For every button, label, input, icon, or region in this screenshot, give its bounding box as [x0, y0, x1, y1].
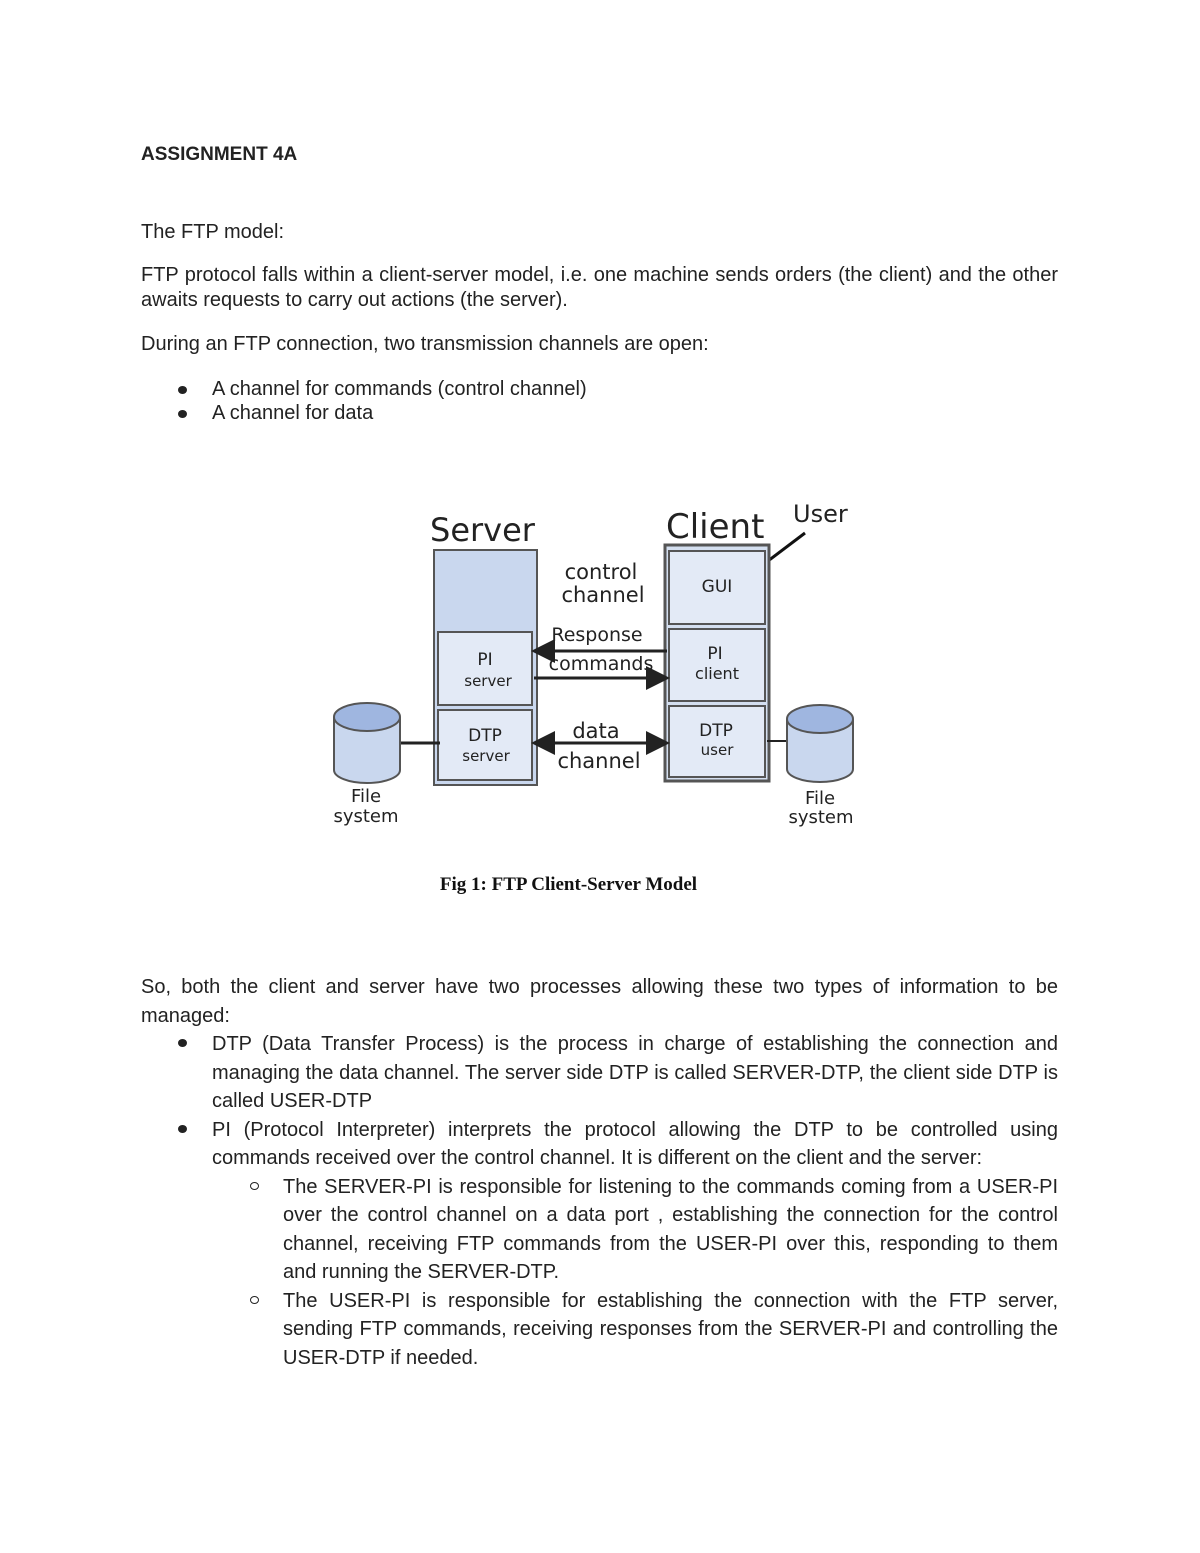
paragraph: So, both the client and server have two …: [141, 976, 1058, 1027]
list-item: PI (Protocol Interpreter) interprets the…: [141, 1116, 1058, 1173]
file-system-label: system: [333, 806, 398, 827]
data-channel-label: data: [572, 719, 619, 743]
dtp-server-box: [437, 709, 533, 781]
process-list: DTP (Data Transfer Process) is the proce…: [141, 1030, 1058, 1372]
pi-server-label: PI: [477, 650, 492, 670]
file-system-right-icon: [786, 704, 854, 783]
dtp-user-label: DTP: [699, 721, 733, 741]
section-heading: The FTP model:: [141, 221, 285, 243]
channel-list: A channel for commands (control channel)…: [141, 377, 1058, 425]
pi-server-box: [437, 631, 533, 706]
paragraph: During an FTP connection, two transmissi…: [141, 333, 709, 355]
response-label: Response: [551, 624, 642, 646]
gui-label: GUI: [702, 577, 733, 597]
file-system-left-icon: [333, 702, 401, 784]
sub-list-item: The SERVER-PI is responsible for listeni…: [141, 1173, 1058, 1287]
server-label: Server: [430, 511, 536, 549]
file-system-label: system: [788, 807, 853, 828]
sub-list-item: The USER-PI is responsible for establish…: [141, 1287, 1058, 1373]
figure-caption: Fig 1: FTP Client-Server Model: [439, 874, 698, 895]
pi-client-label: client: [695, 664, 739, 683]
file-system-label: File: [351, 786, 381, 807]
dtp-server-label: DTP: [468, 726, 502, 746]
data-channel-label: channel: [557, 749, 640, 773]
commands-label: commands: [549, 653, 654, 675]
pi-server-label: server: [464, 672, 512, 690]
control-channel-label: control: [565, 560, 638, 584]
ftp-diagram: Server Client User PI server DTP server …: [333, 500, 854, 828]
document-title: ASSIGNMENT 4A: [141, 144, 298, 165]
file-system-label: File: [805, 788, 835, 809]
list-item: A channel for commands (control channel): [141, 377, 1058, 401]
paragraph: FTP protocol falls within a client-serve…: [141, 264, 1058, 311]
user-label: User: [793, 500, 848, 528]
pi-client-box: [668, 628, 766, 702]
dtp-user-label: user: [701, 741, 735, 759]
dtp-user-box: [668, 705, 766, 778]
gui-box: [668, 550, 766, 625]
client-label: Client: [666, 507, 764, 547]
pi-client-label: PI: [707, 644, 722, 664]
control-channel-label: channel: [561, 583, 644, 607]
list-item: DTP (Data Transfer Process) is the proce…: [141, 1030, 1058, 1116]
list-item: A channel for data: [141, 401, 1058, 425]
dtp-server-label: server: [462, 747, 510, 765]
